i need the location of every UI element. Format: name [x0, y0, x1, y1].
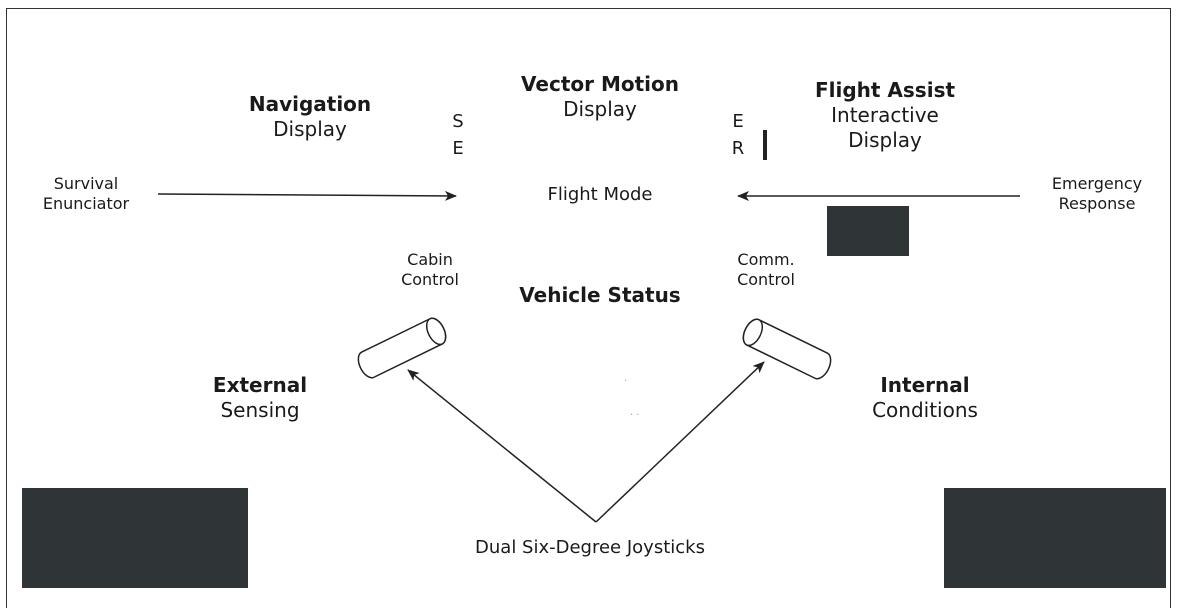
- flight-assist-title: Flight Assist: [814, 78, 956, 102]
- internal-conditions-label: Internal Conditions: [850, 373, 1000, 423]
- vector-motion-subtitle: Display: [563, 97, 637, 121]
- survival-enunciator-label: Survival Enunciator: [26, 174, 146, 214]
- flight-assist-subtitle-1: Interactive: [831, 103, 939, 127]
- cabin-control-label: Cabin Control: [380, 250, 480, 290]
- left-display-thumbnail: [22, 488, 248, 588]
- external-sensing-label: External Sensing: [190, 373, 330, 423]
- vehicle-status-label: Vehicle Status: [519, 283, 681, 307]
- comm-line-2: Control: [737, 270, 795, 289]
- navigation-subtitle: Display: [273, 117, 347, 141]
- navigation-display-label: Navigation Display: [230, 92, 390, 142]
- vector-motion-display-label: Vector Motion Display: [500, 72, 700, 122]
- right-joystick-icon: [742, 318, 832, 380]
- right-letters: E R: [728, 108, 748, 162]
- diagram-frame: [6, 8, 1171, 608]
- cabin-line-2: Control: [401, 270, 459, 289]
- navigation-title: Navigation: [248, 92, 372, 116]
- flight-assist-subtitle-2: Display: [848, 128, 922, 152]
- vector-motion-title: Vector Motion: [521, 72, 679, 96]
- survival-line-1: Survival: [53, 174, 119, 193]
- speckle-2: · ·: [630, 410, 640, 421]
- external-subtitle: Sensing: [220, 398, 300, 422]
- survival-arrow: [157, 190, 457, 201]
- left-letter-1: S: [452, 111, 464, 132]
- cabin-line-1: Cabin: [407, 250, 453, 269]
- comm-line-1: Comm.: [737, 250, 795, 269]
- right-joystick-arrow: [595, 361, 765, 523]
- emergency-line-2: Response: [1058, 194, 1136, 213]
- left-joystick-icon: [357, 317, 447, 379]
- left-joystick-arrow: [407, 369, 597, 523]
- left-letter-2: E: [452, 138, 464, 159]
- flight-assist-display-label: Flight Assist Interactive Display: [790, 78, 980, 153]
- joysticks-caption: Dual Six-Degree Joysticks: [475, 537, 705, 558]
- flight-mode-label: Flight Mode: [547, 184, 653, 205]
- emergency-screen-thumbnail: [827, 206, 909, 256]
- survival-line-2: Enunciator: [42, 194, 130, 213]
- emergency-response-label: Emergency Response: [1032, 174, 1162, 214]
- left-letters: S E: [448, 108, 468, 162]
- comm-control-label: Comm. Control: [716, 250, 816, 290]
- emergency-line-1: Emergency: [1051, 174, 1143, 193]
- diagram-lines: [157, 130, 1020, 523]
- status-bar: [763, 130, 767, 160]
- right-letter-2: R: [731, 138, 745, 159]
- internal-subtitle: Conditions: [872, 398, 978, 422]
- internal-title: Internal: [880, 373, 970, 397]
- right-letter-1: E: [732, 111, 744, 132]
- external-title: External: [212, 373, 308, 397]
- speckle-1: ·: [624, 376, 628, 387]
- right-display-thumbnail: [944, 488, 1166, 588]
